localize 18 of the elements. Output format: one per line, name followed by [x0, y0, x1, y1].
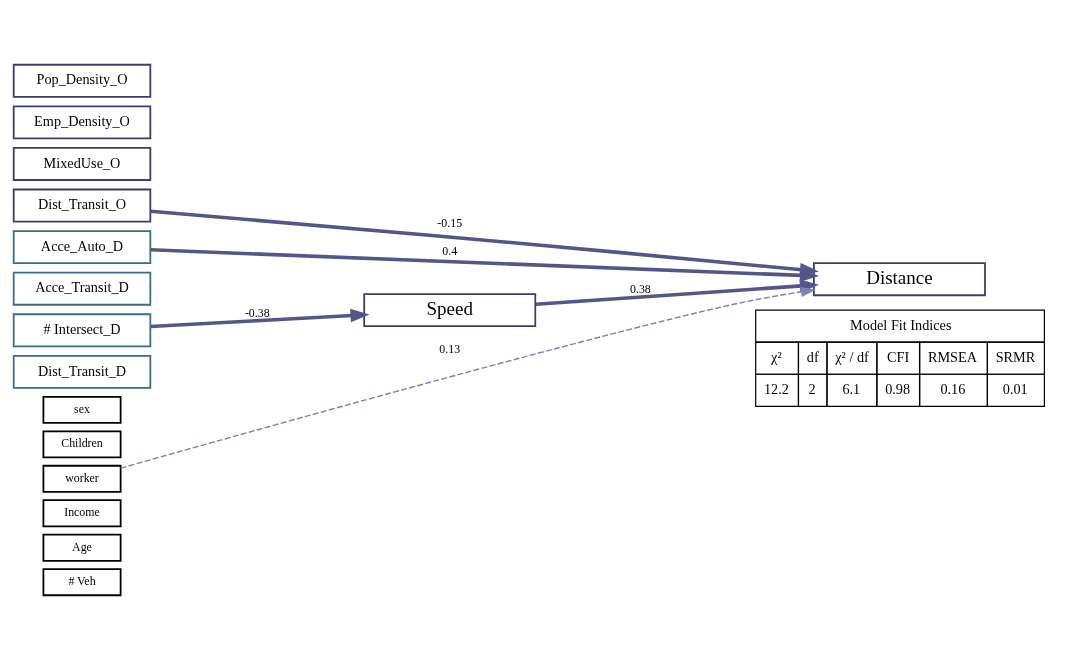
label: RMSEA [927, 348, 978, 365]
edge-label: 0.38 [630, 282, 651, 297]
label: CFI [886, 348, 910, 365]
label: 0.98 [885, 380, 911, 397]
edge-label: -0.38 [244, 306, 270, 321]
label: Model Fit Indices [850, 316, 952, 333]
label: 0.16 [940, 380, 966, 397]
edge-label: 0.4 [442, 244, 458, 259]
label: SRMR [995, 348, 1036, 365]
edge-label: -0.15 [437, 215, 463, 230]
label: χ² / df [835, 348, 869, 365]
label: 2 [808, 380, 816, 397]
label: df [806, 348, 819, 365]
label: χ² [771, 348, 782, 365]
label: 0.01 [1002, 380, 1028, 397]
edge-label: 0.13 [439, 341, 461, 356]
label: 6.1 [842, 380, 861, 397]
label: 12.2 [764, 380, 789, 397]
